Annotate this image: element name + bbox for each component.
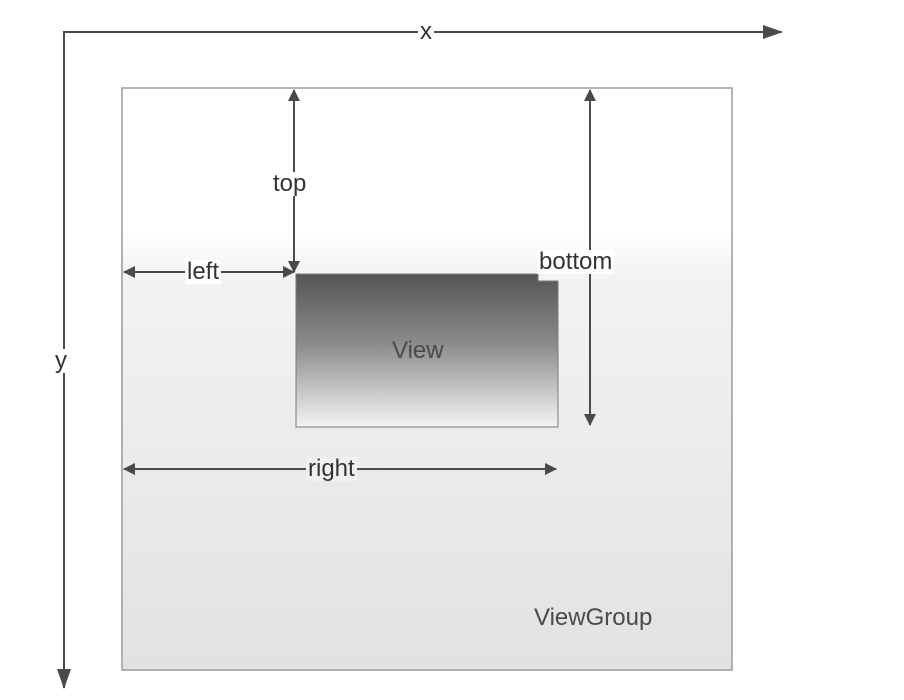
view-group-label: ViewGroup [534, 604, 653, 631]
right-label: right [306, 455, 357, 482]
y-axis-label: y [53, 347, 69, 374]
top-label: top [271, 170, 309, 197]
view-label: View [392, 337, 444, 364]
bottom-label: bottom [537, 248, 615, 275]
left-label: left [185, 258, 222, 285]
view-box [295, 273, 559, 428]
x-axis-label: x [418, 18, 434, 45]
